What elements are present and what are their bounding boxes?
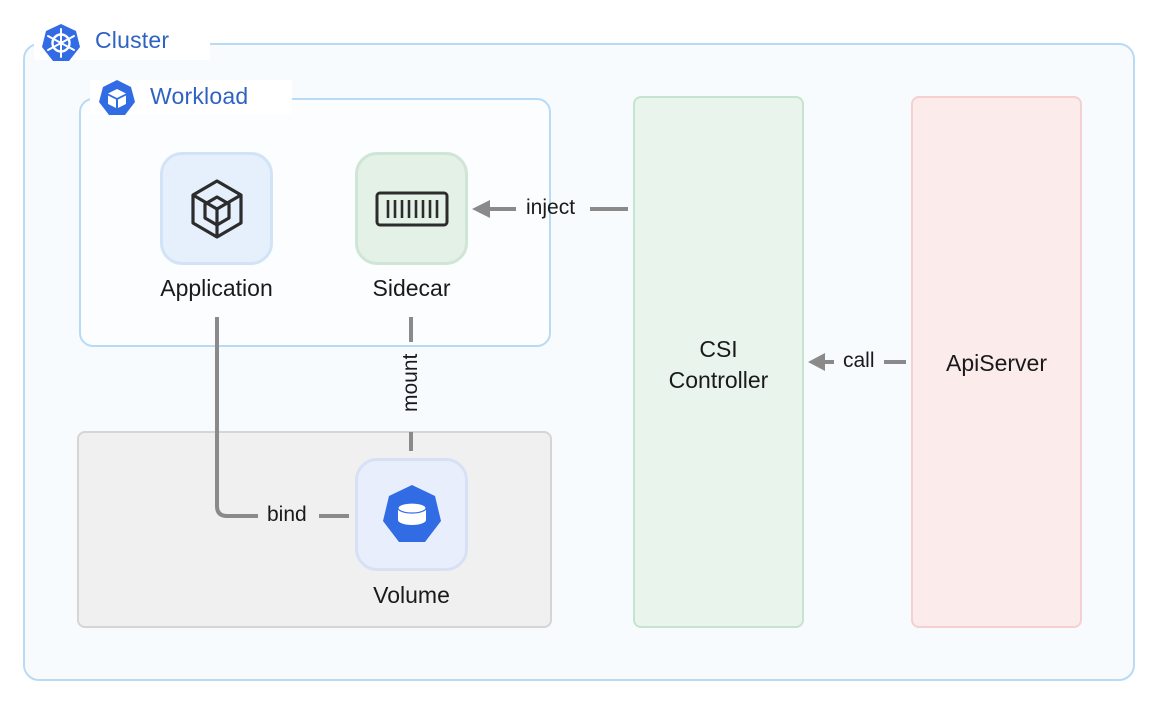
volume-label: Volume xyxy=(373,582,450,608)
cube-outline-icon xyxy=(190,178,243,239)
application-label: Application xyxy=(160,275,273,301)
bind-line-application xyxy=(215,317,258,518)
csi-label-line1: CSI xyxy=(699,336,738,362)
volume-area xyxy=(77,431,552,628)
sidecar-node xyxy=(355,152,468,265)
mount-edge-label: mount xyxy=(399,353,422,412)
application-node xyxy=(160,152,273,265)
volume-node xyxy=(355,458,468,571)
cluster-title: Cluster xyxy=(95,27,170,53)
cube-badge-icon xyxy=(99,80,135,115)
kubernetes-helm-icon xyxy=(42,24,80,61)
container-icon xyxy=(375,191,448,226)
call-arrowhead xyxy=(808,353,825,371)
call-edge-label: call xyxy=(843,349,875,372)
apiserver-label: ApiServer xyxy=(946,350,1047,376)
workload-container xyxy=(79,98,551,347)
bind-edge-label: bind xyxy=(267,503,307,526)
inject-edge-label: inject xyxy=(526,196,576,219)
sidecar-label: Sidecar xyxy=(372,275,451,301)
workload-title: Workload xyxy=(150,83,249,109)
apiserver-box xyxy=(911,96,1082,628)
csi-label-line2: Controller xyxy=(668,367,769,393)
inject-arrowhead xyxy=(472,200,490,218)
csi-controller-box xyxy=(633,96,804,628)
database-badge-icon xyxy=(382,484,441,542)
